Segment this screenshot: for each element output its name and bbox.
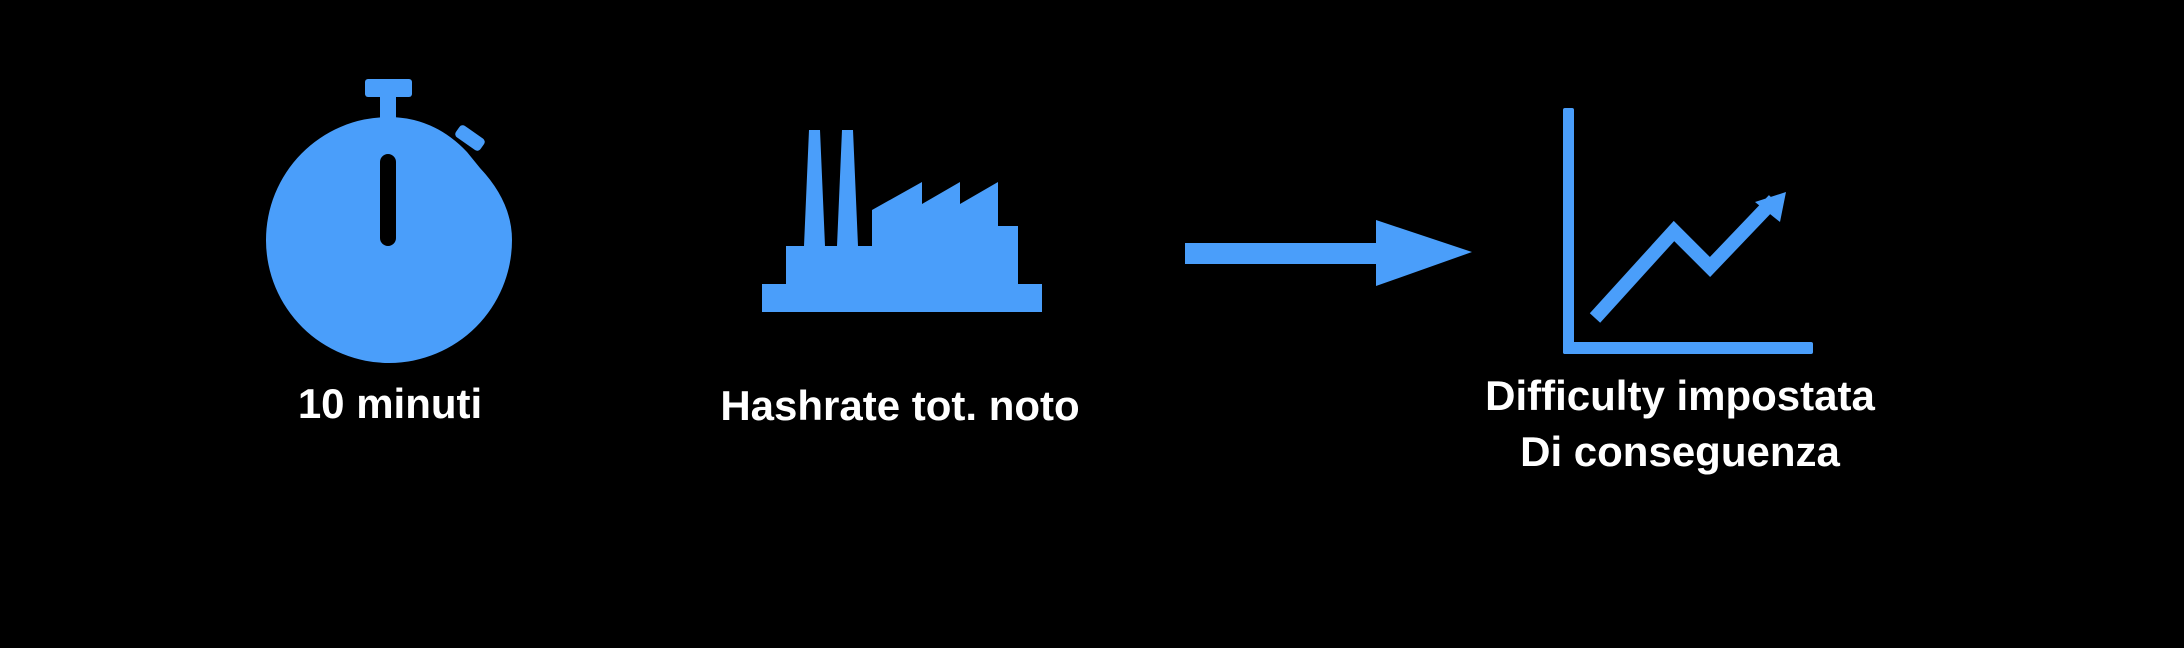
difficulty-label-line2: Di conseguenza xyxy=(1520,428,1840,475)
stopwatch-icon xyxy=(262,76,517,364)
stopwatch-label-text: 10 minuti xyxy=(297,380,483,427)
factory-label-text: Hashrate tot. noto xyxy=(720,382,1080,429)
factory-label: Hashrate tot. noto xyxy=(680,378,1120,434)
stopwatch-label: 10 minuti xyxy=(240,376,540,432)
arrow-right-icon xyxy=(1185,218,1475,290)
difficulty-label: Difficulty impostata Di conseguenza xyxy=(1460,368,1900,480)
line-chart-trend-up-icon xyxy=(1555,106,1815,356)
factory-icon xyxy=(762,126,1042,316)
difficulty-label-line1: Difficulty impostata xyxy=(1485,372,1875,419)
